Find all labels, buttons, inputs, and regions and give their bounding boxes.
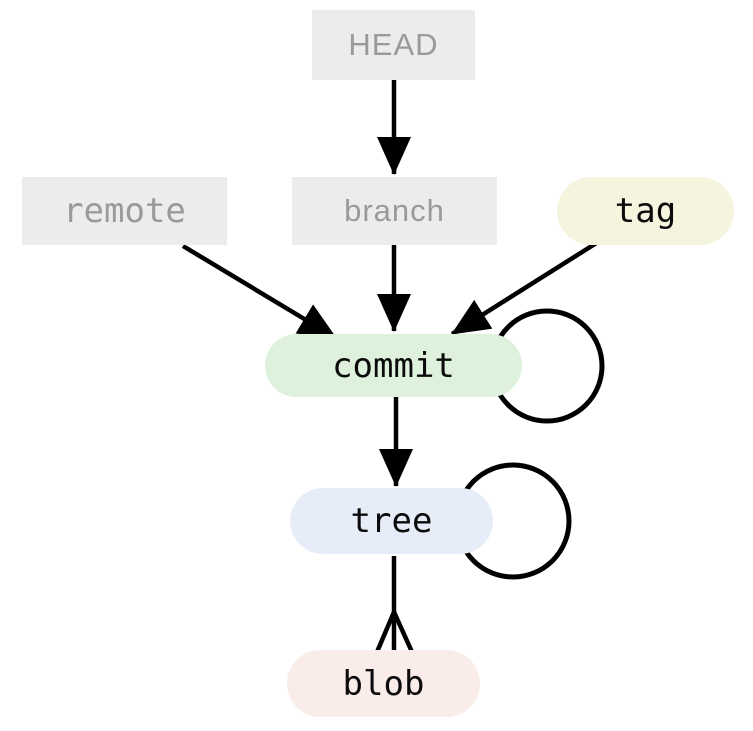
edge-tree-blob	[374, 556, 415, 653]
node-tag: tag	[557, 177, 734, 245]
node-head: HEAD	[312, 10, 475, 80]
node-remote-label: remote	[63, 191, 186, 231]
node-blob-label: blob	[342, 663, 425, 704]
node-remote: remote	[22, 177, 227, 245]
node-tag-label: tag	[614, 191, 677, 231]
node-commit-label: commit	[332, 345, 455, 386]
node-head-label: HEAD	[348, 27, 439, 62]
node-tree-label: tree	[350, 501, 433, 541]
edge-tag-commit	[450, 240, 600, 336]
node-branch: branch	[292, 177, 497, 245]
node-tree: tree	[290, 488, 493, 554]
node-commit: commit	[265, 334, 522, 397]
edge-remote-commit	[181, 244, 338, 340]
node-branch-label: branch	[344, 193, 445, 228]
node-blob: blob	[287, 650, 480, 717]
